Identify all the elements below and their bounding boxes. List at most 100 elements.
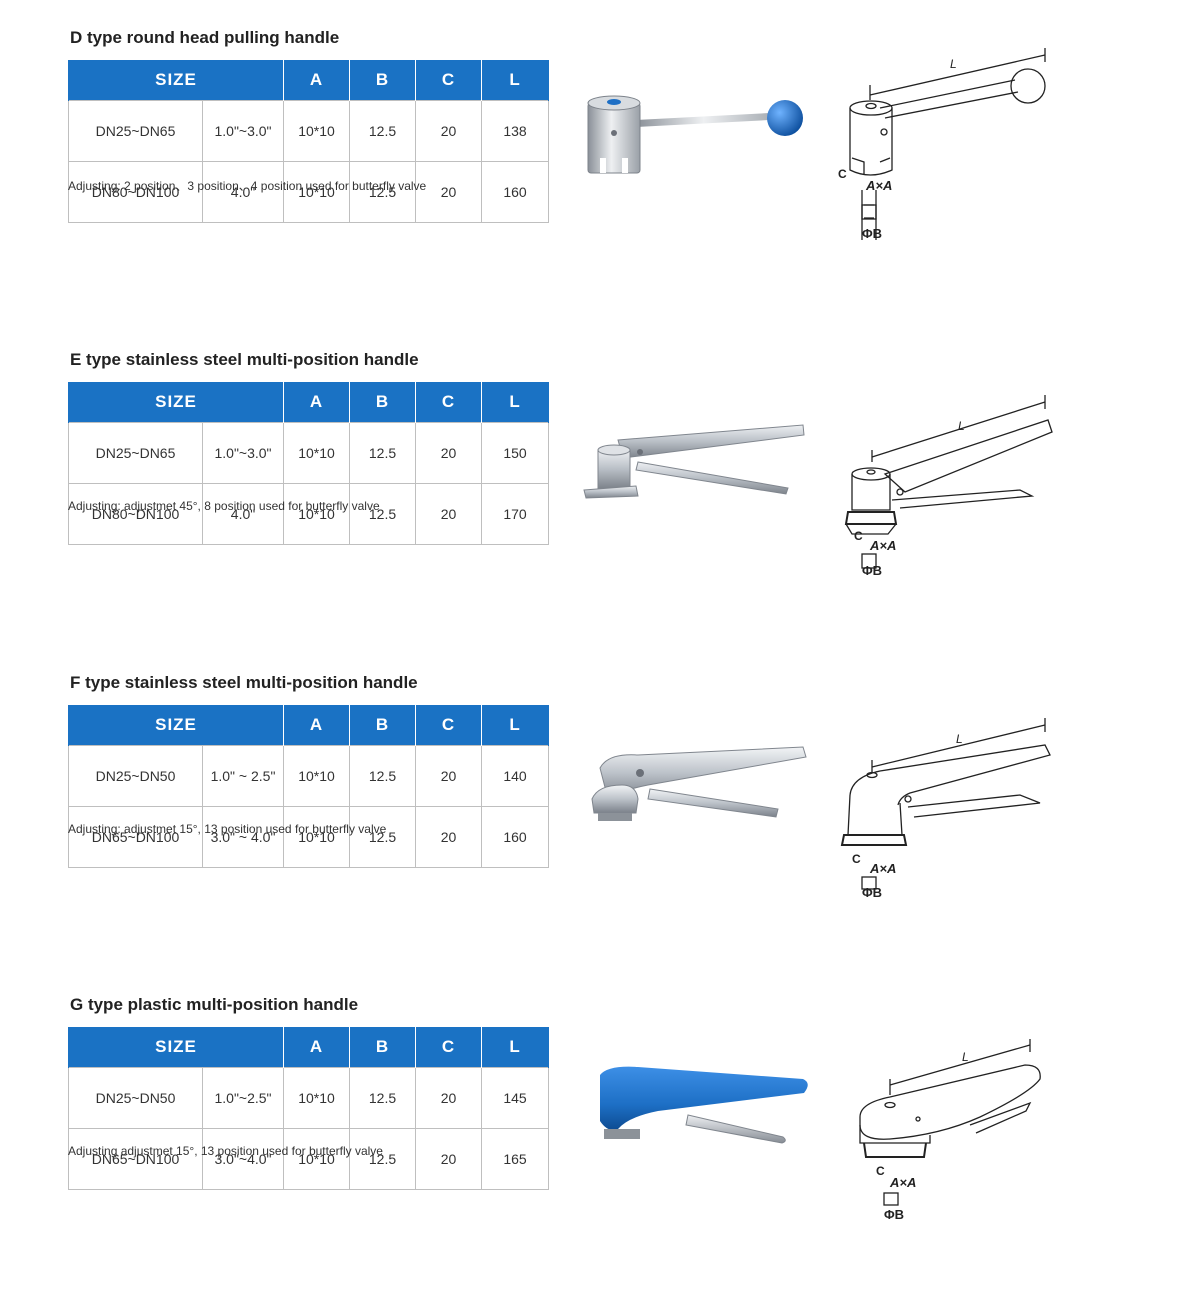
spec-table: SIZE A B C L DN25~DN50 1.0" ~ 2.5" 10*10…: [67, 705, 550, 868]
cell-l: 170: [481, 483, 550, 545]
spec-table: SIZE A B C L DN25~DN65 1.0"~3.0" 10*10 1…: [67, 60, 550, 223]
cell-dn: DN25~DN65: [68, 422, 203, 484]
cell-dn: DN80~DN100: [68, 161, 203, 223]
section-title: E type stainless steel multi-position ha…: [70, 350, 419, 369]
header-b: B: [349, 60, 417, 101]
cell-b: 12.5: [349, 100, 417, 162]
dimension-label-phib: ΦB: [884, 1207, 904, 1222]
section-title: D type round head pulling handle: [70, 28, 340, 47]
cell-dn: DN25~DN50: [68, 1067, 203, 1129]
dimension-label-c: C: [852, 852, 861, 866]
table-header-row: SIZE A B C L: [67, 705, 550, 746]
table-row: DN25~DN65 1.0"~3.0" 10*10 12.5 20 138: [68, 100, 550, 162]
cell-inch: 3.0"~4.0": [201, 1128, 285, 1190]
cell-l: 140: [481, 745, 550, 807]
dimension-label-axa: A×A: [865, 178, 892, 193]
cell-dn: DN25~DN50: [68, 745, 203, 807]
cell-dn: DN80~DN100: [68, 483, 203, 545]
dimension-label-phib: ΦB: [862, 563, 882, 577]
header-size: SIZE: [67, 1027, 285, 1068]
cell-inch: 1.0"~3.0": [201, 100, 285, 162]
adjusting-note: Adjusting adjustmet 15°, 13 position use…: [68, 1144, 383, 1158]
table-row: DN25~DN50 1.0"~2.5" 10*10 12.5 20 145: [68, 1067, 550, 1129]
dimension-label-c: C: [876, 1164, 885, 1178]
dimension-label-axa: A×A: [869, 538, 896, 553]
table-row: DN25~DN50 1.0" ~ 2.5" 10*10 12.5 20 140: [68, 745, 550, 807]
dimension-label-l: L: [950, 57, 957, 71]
table-header-row: SIZE A B C L: [67, 382, 550, 423]
header-size: SIZE: [67, 60, 285, 101]
cell-inch: 1.0" ~ 2.5": [201, 745, 285, 807]
section-f-type: F type stainless steel multi-position ha…: [0, 645, 1200, 945]
cell-dn: DN65~DN100: [68, 806, 203, 868]
table-row: DN80~DN100 4.0" 10*10 12.5 20 160: [68, 161, 550, 223]
cell-l: 165: [481, 1128, 550, 1190]
adjusting-note: Adjusting: adjustmet 15°, 13 position us…: [68, 822, 387, 836]
cell-b: 12.5: [349, 422, 417, 484]
spec-table: SIZE A B C L DN25~DN65 1.0"~3.0" 10*10 1…: [67, 382, 550, 545]
section-e-type: E type stainless steel multi-position ha…: [0, 322, 1200, 622]
dimension-label-l: L: [958, 419, 965, 433]
product-photo-e-handle: [583, 424, 805, 499]
header-c: C: [415, 60, 483, 101]
cell-l: 160: [481, 806, 550, 868]
dimension-label-phib: ΦB: [862, 885, 882, 900]
cell-dn: DN65~DN100: [68, 1128, 203, 1190]
header-b: B: [349, 382, 417, 423]
cell-a: 10*10: [283, 745, 351, 807]
header-l: L: [481, 60, 550, 101]
cell-b: 12.5: [349, 745, 417, 807]
cell-c: 20: [415, 1128, 483, 1190]
technical-drawing-g-handle: L C A×A ΦB: [859, 1039, 1041, 1222]
cell-a: 10*10: [283, 1067, 351, 1129]
dimension-label-c: C: [838, 167, 847, 181]
cell-c: 20: [415, 422, 483, 484]
header-l: L: [481, 382, 550, 423]
technical-drawing-f-handle: L C A×A ΦB: [840, 718, 1051, 900]
header-c: C: [415, 382, 483, 423]
cell-a: 10*10: [283, 483, 351, 545]
cell-b: 12.5: [349, 1067, 417, 1129]
table-header-row: SIZE A B C L: [67, 60, 550, 101]
table-row: DN65~DN100 3.0" ~ 4.0" 10*10 12.5 20 160: [68, 806, 550, 868]
header-a: A: [283, 60, 351, 101]
cell-c: 20: [415, 1067, 483, 1129]
header-a: A: [283, 705, 351, 746]
cell-a: 10*10: [283, 1128, 351, 1190]
cell-b: 12.5: [349, 806, 417, 868]
cell-inch: 3.0" ~ 4.0": [201, 806, 285, 868]
dimension-label-axa: A×A: [889, 1175, 916, 1190]
cell-b: 12.5: [349, 161, 417, 223]
cell-inch: 4.0": [201, 483, 285, 545]
cell-b: 12.5: [349, 483, 417, 545]
dimension-label-axa: A×A: [869, 861, 896, 876]
cell-l: 145: [481, 1067, 550, 1129]
header-size: SIZE: [67, 382, 285, 423]
dimension-label-l: L: [962, 1050, 969, 1064]
dimension-label-c: C: [854, 529, 863, 543]
spec-table: SIZE A B C L DN25~DN50 1.0"~2.5" 10*10 1…: [67, 1027, 550, 1190]
product-photo-g-handle: [600, 1066, 808, 1144]
section-g-type: G type plastic multi-position handle SIZ…: [0, 967, 1200, 1267]
cell-a: 10*10: [283, 806, 351, 868]
cell-inch: 1.0"~3.0": [201, 422, 285, 484]
cell-a: 10*10: [283, 100, 351, 162]
technical-drawing-e-handle: L C A×A ΦB: [844, 395, 1053, 577]
cell-inch: 4.0": [201, 161, 285, 223]
header-a: A: [283, 382, 351, 423]
cell-dn: DN25~DN65: [68, 100, 203, 162]
header-l: L: [481, 705, 550, 746]
table-row: DN25~DN65 1.0"~3.0" 10*10 12.5 20 150: [68, 422, 550, 484]
header-c: C: [415, 705, 483, 746]
table-row: DN80~DN100 4.0" 10*10 12.5 20 170: [68, 483, 550, 545]
dimension-label-l: L: [956, 732, 963, 746]
cell-inch: 1.0"~2.5": [201, 1067, 285, 1129]
cell-c: 20: [415, 100, 483, 162]
cell-a: 10*10: [283, 422, 351, 484]
section-d-type: D type round head pulling handle SIZE A …: [0, 0, 1200, 300]
cell-l: 160: [481, 161, 550, 223]
header-c: C: [415, 1027, 483, 1068]
header-a: A: [283, 1027, 351, 1068]
cell-b: 12.5: [349, 1128, 417, 1190]
